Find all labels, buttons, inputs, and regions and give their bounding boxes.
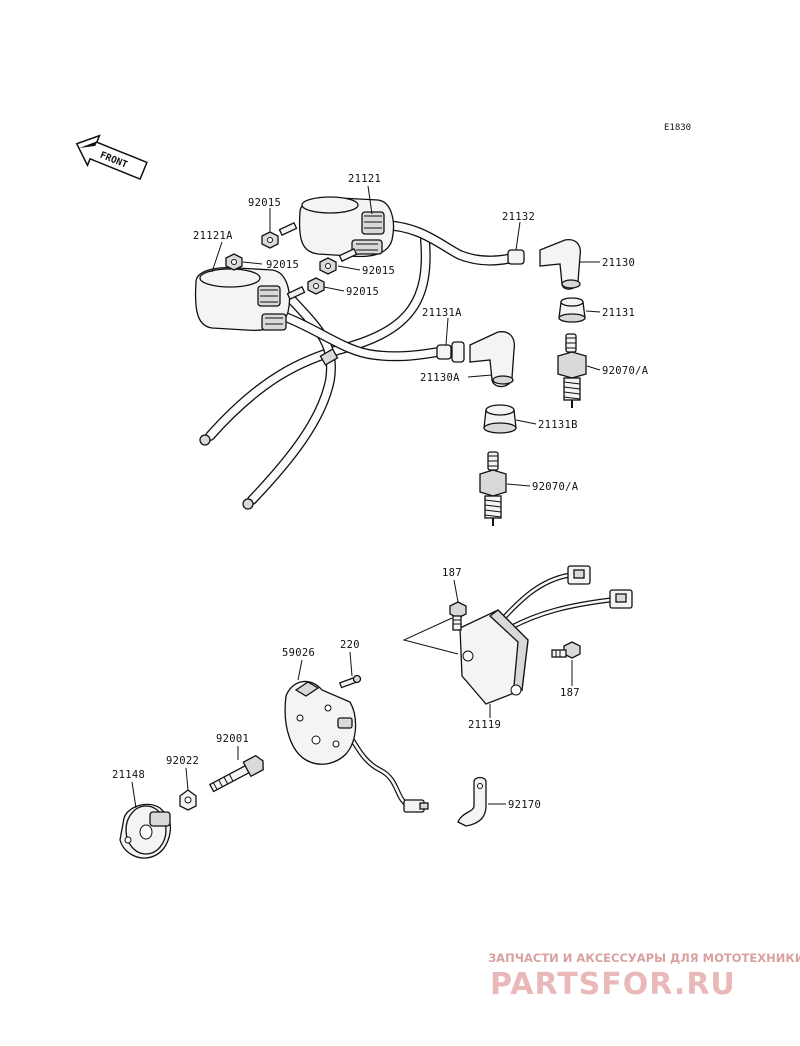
label-59026: 59026: [282, 647, 315, 659]
nut-92015-icon: [225, 253, 243, 271]
label-21121: 21121: [348, 173, 381, 185]
label-21131: 21131: [602, 307, 635, 319]
front-arrow-icon: FRONT: [75, 134, 148, 181]
nut-92015-icon: [319, 257, 337, 275]
coil-bolt-icon: [278, 222, 358, 300]
label-21130: 21130: [602, 257, 635, 269]
label-92015-a: 92015: [248, 197, 281, 209]
ic-igniter-21119: [459, 565, 633, 705]
seal-21131b: [483, 404, 517, 434]
label-92070-a-upper: 92070/A: [602, 365, 649, 377]
seal-21131: [558, 297, 586, 323]
nut-92015-icon: [307, 277, 325, 295]
label-92170: 92170: [508, 799, 541, 811]
label-92015-c: 92015: [362, 265, 395, 277]
bolt-92001-icon: [208, 754, 264, 793]
plug-cap-21130: [507, 238, 581, 290]
nut-92015-icon: [261, 231, 279, 249]
label-92015-b: 92015: [266, 259, 299, 271]
label-92001: 92001: [216, 733, 249, 745]
label-92022: 92022: [166, 755, 199, 767]
label-21132: 21132: [502, 211, 535, 223]
label-220: 220: [340, 639, 360, 651]
spark-plug-upper: [557, 333, 587, 408]
label-21131b: 21131B: [538, 419, 578, 431]
watermark-logo: PARTSFOR.RU: [490, 967, 736, 1002]
watermark-caption: ЗАПЧАСТИ И АКСЕССУАРЫ ДЛЯ МОТОТЕХНИКИ: [488, 951, 800, 965]
bolt-187-icon: [551, 641, 581, 659]
label-21131a: 21131A: [422, 307, 462, 319]
pickup-coil-59026: [284, 680, 429, 813]
washer-92022-icon: [179, 789, 197, 811]
clamp-92170-icon: [457, 776, 487, 827]
leader-lines-upper: [211, 185, 601, 487]
label-187-b: 187: [560, 687, 580, 699]
label-21130a: 21130A: [420, 372, 460, 384]
label-21121a: 21121A: [193, 230, 233, 242]
diagram-code: E1830: [664, 123, 691, 133]
label-187-a: 187: [442, 567, 462, 579]
screw-220-icon: [338, 674, 362, 689]
watermark: ЗАПЧАСТИ И АКСЕССУАРЫ ДЛЯ МОТОТЕХНИКИ PA…: [488, 951, 800, 1002]
label-92070-a-lower: 92070/A: [532, 481, 579, 493]
leader-lines-lower: [131, 579, 573, 809]
label-92015-d: 92015: [346, 286, 379, 298]
spark-plug-lower: [479, 451, 507, 526]
ignition-coil-21121: [298, 196, 395, 258]
label-21148: 21148: [112, 769, 145, 781]
ignition-coil-21121a: [194, 266, 291, 332]
label-21119: 21119: [468, 719, 501, 731]
plug-cap-21130a: [436, 331, 516, 388]
timing-rotor-21148: [119, 803, 171, 859]
ignition-cables: [199, 220, 517, 510]
